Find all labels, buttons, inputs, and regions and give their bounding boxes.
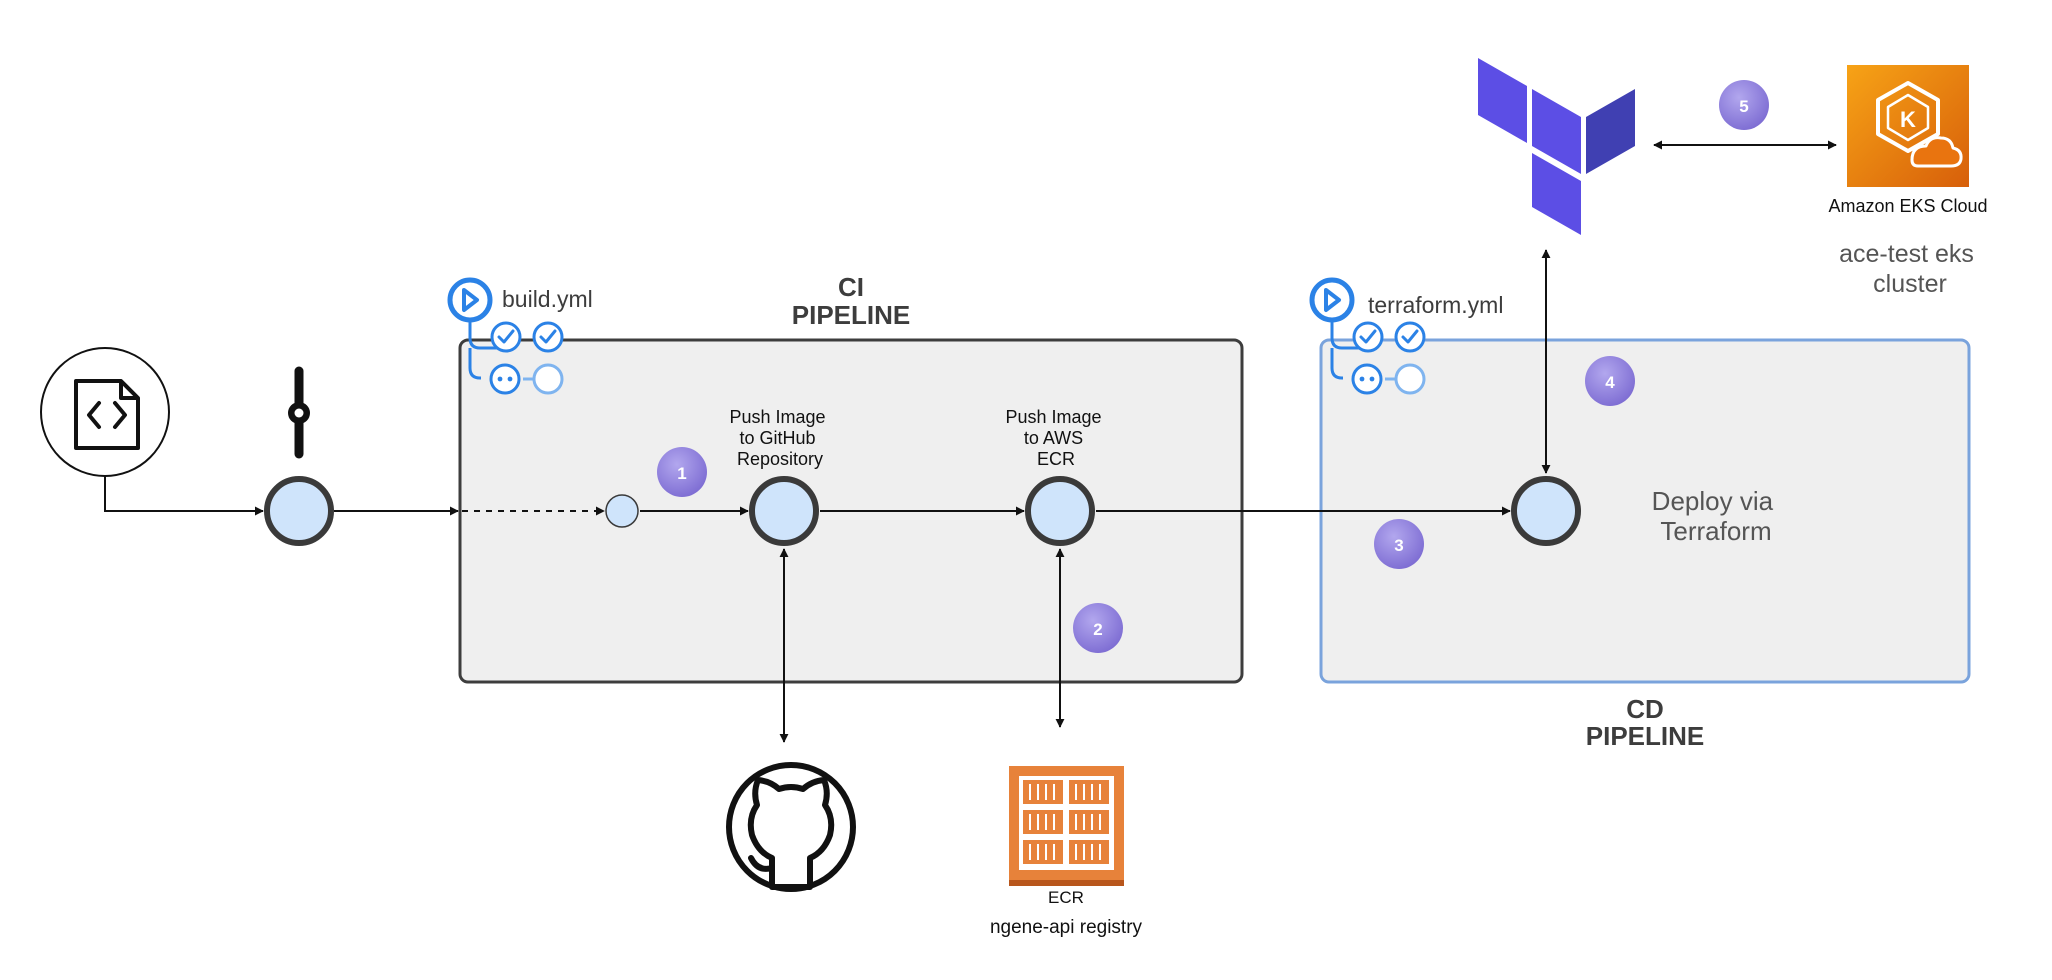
github-actions-workflow-icon	[447, 277, 564, 395]
deploy-label: Deploy via Terraform	[1652, 486, 1781, 546]
push-github-label: Push Image to GitHub Repository	[729, 407, 830, 469]
cd-workflow-filename: terraform.yml	[1368, 292, 1503, 318]
svg-text:3: 3	[1394, 536, 1403, 555]
deploy-node[interactable]	[1511, 476, 1581, 546]
step-marker-2: 2	[1073, 603, 1123, 653]
aws-ecr-icon	[1009, 766, 1124, 886]
terraform-icon	[1478, 58, 1635, 235]
svg-text:4: 4	[1605, 373, 1615, 392]
github-actions-workflow-icon	[1309, 277, 1426, 395]
cd-title: CD	[1626, 694, 1664, 724]
cd-title-line2: PIPELINE	[1586, 721, 1704, 751]
ci-title: CI	[838, 272, 864, 302]
svg-text:2: 2	[1093, 620, 1102, 639]
eks-icon-label: Amazon EKS Cloud	[1828, 196, 1987, 216]
push-github-node[interactable]	[749, 476, 819, 546]
step-marker-3: 3	[1374, 519, 1424, 569]
step-marker-1: 1	[657, 447, 707, 497]
step-marker-4: 4	[1585, 356, 1635, 406]
ci-trigger-node[interactable]	[605, 494, 639, 528]
svg-text:K: K	[1900, 107, 1916, 132]
connector-source-to-commit	[104, 470, 264, 516]
commit-node[interactable]	[264, 476, 334, 546]
push-ecr-node[interactable]	[1025, 476, 1095, 546]
ci-title-line2: PIPELINE	[792, 300, 910, 330]
ecr-registry-caption: ngene-api registry	[990, 917, 1143, 938]
step-marker-5: 5	[1719, 80, 1769, 130]
github-icon	[726, 762, 856, 892]
svg-text:5: 5	[1739, 97, 1748, 116]
ci-workflow-filename: build.yml	[502, 286, 593, 312]
eks-cluster-caption: ace-test eks cluster	[1839, 240, 1981, 298]
push-ecr-label: Push Image to AWS ECR	[1005, 407, 1106, 469]
code-file-icon	[40, 347, 170, 477]
ecr-icon-label: ECR	[1048, 888, 1084, 907]
svg-text:1: 1	[677, 464, 686, 483]
git-commit-icon	[288, 366, 310, 459]
aws-eks-icon: K	[1847, 65, 1969, 187]
